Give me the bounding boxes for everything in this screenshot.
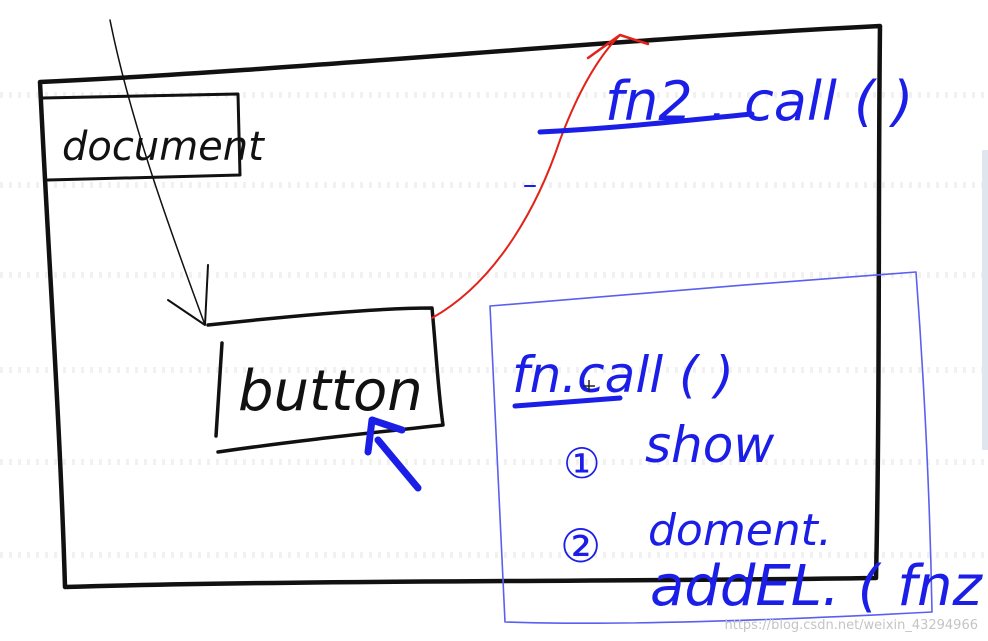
click-arrow-icon xyxy=(364,416,422,492)
watermark: https://blog.csdn.net/weixin_43294966 xyxy=(724,618,978,633)
document-label-box xyxy=(41,92,242,182)
item-2-number: ② xyxy=(560,519,601,573)
button-cursor-bar xyxy=(214,341,224,438)
button-label: button xyxy=(238,359,423,424)
thin-arrow-line xyxy=(109,19,206,326)
right-edge-strip xyxy=(982,150,988,450)
fn-underline xyxy=(512,395,623,409)
fn2-underline xyxy=(537,111,755,135)
red-arrow-head xyxy=(586,33,650,60)
document-frame xyxy=(37,23,883,590)
item-1-text: show xyxy=(645,416,774,474)
fn-call-label: fn.call ( ) xyxy=(512,346,734,404)
item-2-line-2: addEL. ( fnz xyxy=(650,554,983,619)
button-box xyxy=(206,306,445,454)
thin-blue-box xyxy=(489,271,933,625)
thin-arrow-head xyxy=(167,264,209,326)
item-2-line-1: doment. xyxy=(648,505,832,556)
red-connector-line xyxy=(431,34,621,319)
cursor-crosshair-icon xyxy=(583,380,595,392)
item-1-number: ① xyxy=(563,439,601,488)
document-label: document xyxy=(62,124,265,170)
